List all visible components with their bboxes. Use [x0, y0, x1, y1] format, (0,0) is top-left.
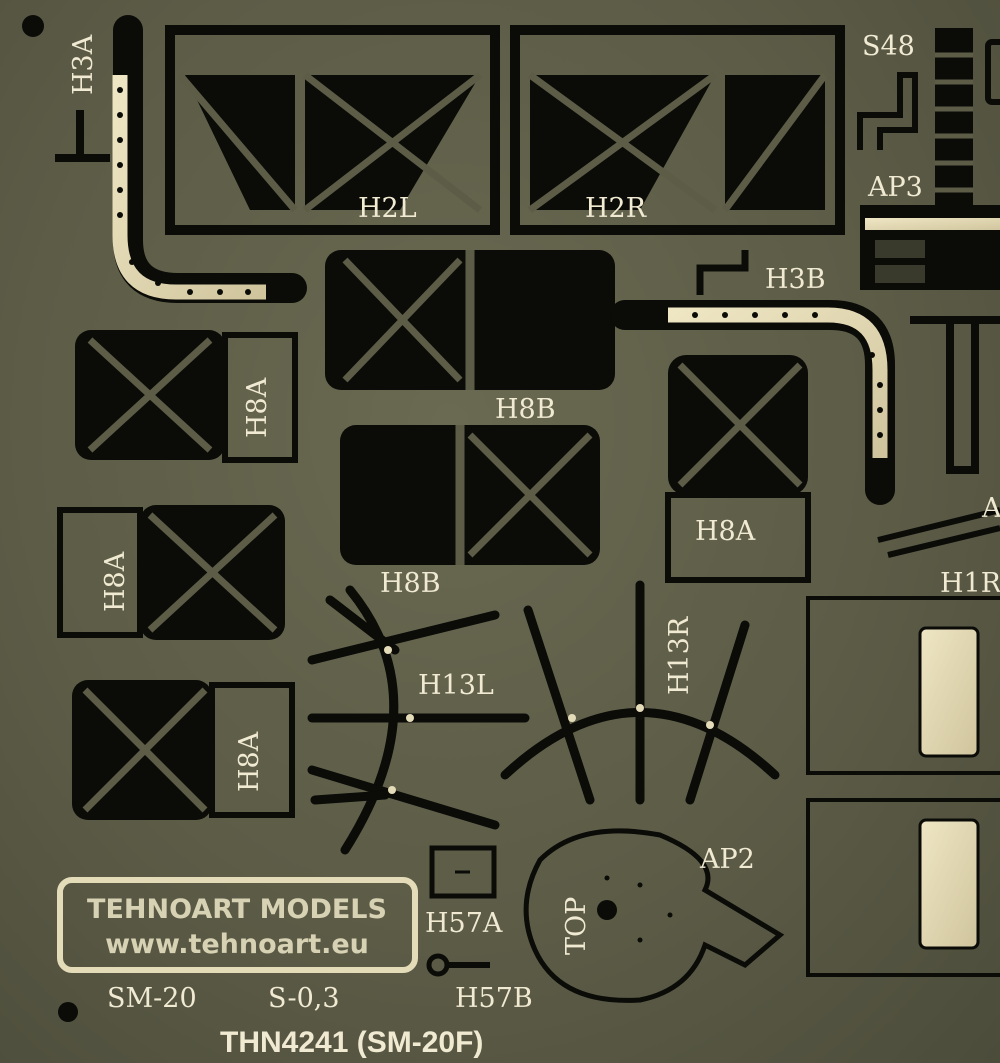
label-h8a-1: H8A — [242, 377, 273, 438]
label-ap2: AP2 — [699, 844, 755, 875]
part-h57a — [429, 845, 497, 899]
part-h1-partial — [877, 316, 1000, 558]
label-h3a: H3A — [68, 34, 99, 95]
brand-name: TEHNOART MODELS — [87, 894, 387, 925]
label-h3b: H3B — [765, 264, 826, 295]
brand-url: www.tehnoart.eu — [105, 929, 369, 960]
part-h1r-plates — [806, 596, 1000, 977]
footer-model: SM-20 — [107, 983, 197, 1014]
label-h8b-1: H8B — [495, 394, 556, 425]
label-h8a-4: H8A — [234, 731, 265, 792]
label-h57b: H57B — [455, 983, 533, 1014]
part-h8b-upper — [325, 250, 615, 390]
part-ap3 — [860, 205, 1000, 290]
label-h57a: H57A — [425, 908, 503, 939]
label-top: TOP — [561, 897, 592, 955]
part-h13r — [500, 580, 780, 805]
label-ap3: AP3 — [867, 172, 923, 203]
part-h13l — [307, 585, 530, 855]
part-h8b-lower — [340, 425, 600, 565]
part-h2l — [165, 25, 500, 235]
label-h8a-2: H8A — [695, 516, 756, 547]
label-a: A — [981, 493, 1000, 524]
footer-product-code: THN4241 (SM-20F) — [220, 1026, 483, 1059]
part-h8a-2 — [665, 355, 811, 583]
part-h3a — [55, 15, 307, 303]
part-h2r — [510, 25, 845, 235]
label-s48: S48 — [862, 31, 915, 62]
corner-hole — [22, 15, 44, 37]
label-h13r: H13R — [664, 616, 695, 695]
brand-plaque: TEHNOART MODELS www.tehnoart.eu — [57, 877, 418, 973]
part-ap2 — [523, 828, 785, 1003]
corner-hole — [58, 1002, 78, 1022]
part-h8a-1 — [75, 330, 298, 463]
label-h8b-2: H8B — [380, 568, 441, 599]
part-h8a-3 — [57, 505, 285, 640]
label-h2l: H2L — [358, 193, 417, 224]
label-h2r: H2R — [585, 193, 647, 224]
footer-thickness: S-0,3 — [268, 983, 340, 1014]
label-h13l: H13L — [418, 670, 494, 701]
part-s48 — [857, 28, 1000, 213]
label-h1r: H1R — [940, 568, 1000, 599]
label-h8a-3: H8A — [100, 551, 131, 612]
part-h3b — [610, 250, 895, 505]
part-h57b — [426, 953, 490, 977]
part-h8a-4 — [72, 680, 295, 820]
